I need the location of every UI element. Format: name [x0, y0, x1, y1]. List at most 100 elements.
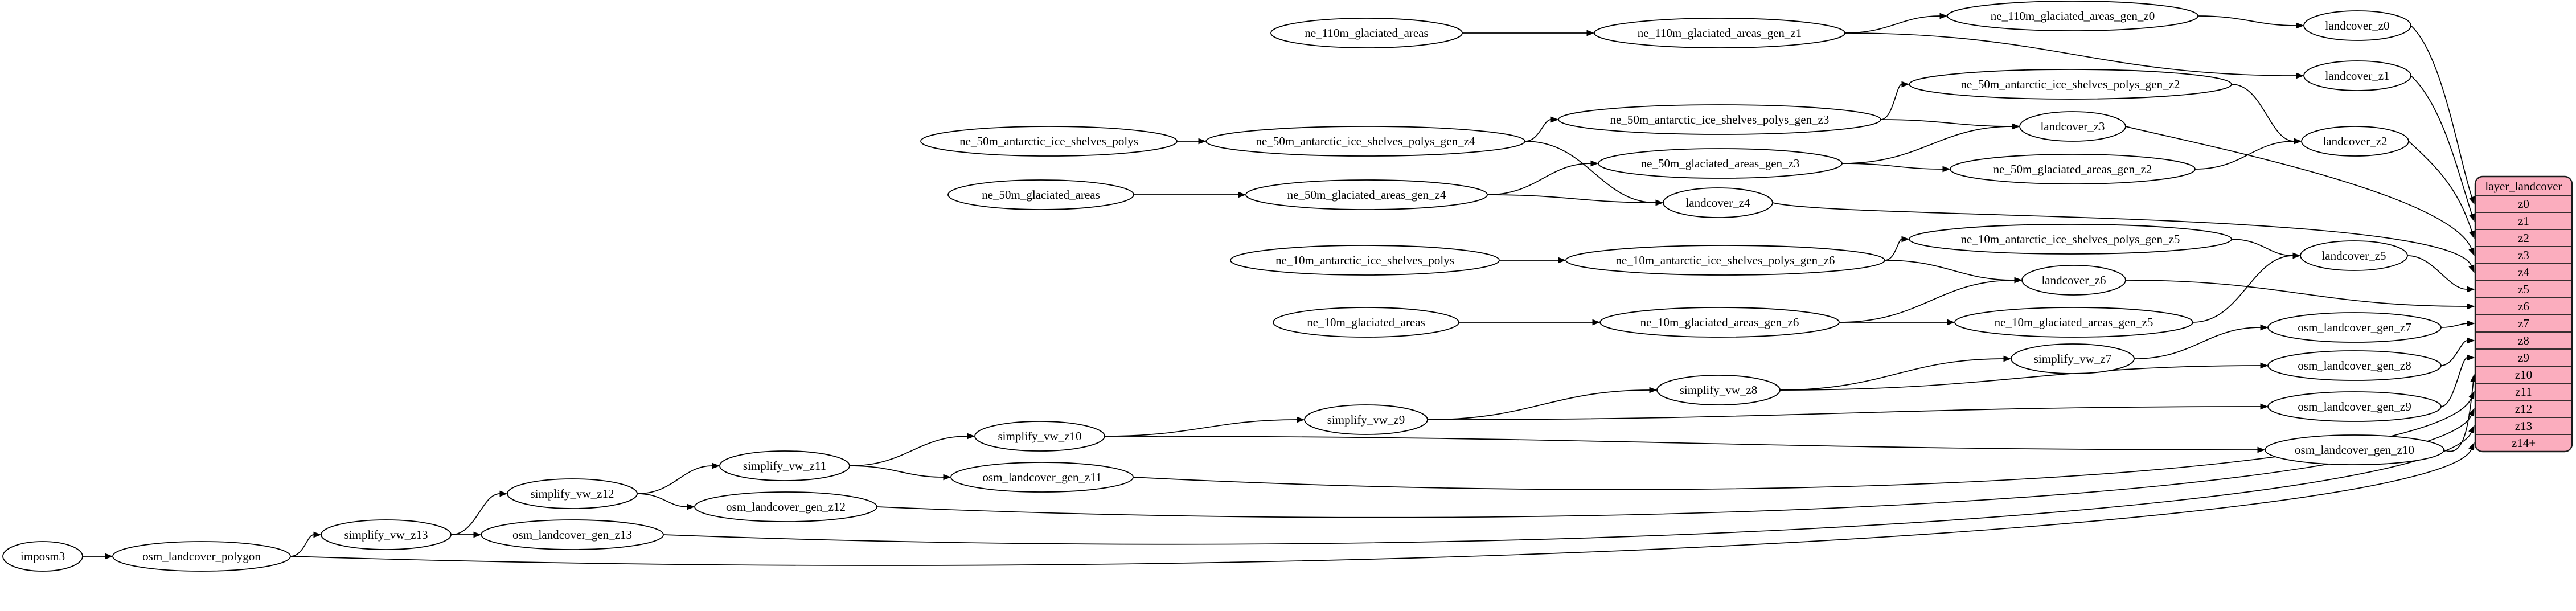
edge-ne_50m_glaciated_areas_gen_z3-to-landcover_z3	[1841, 126, 2013, 164]
node-ellipse-simplify_vw_z12	[507, 478, 638, 509]
node-label-simplify_vw_z9: simplify_vw_z9	[1327, 413, 1405, 427]
node-ne_50m_glaciated_areas_gen_z2: ne_50m_glaciated_areas_gen_z2	[1950, 154, 2196, 184]
node-simplify_vw_z13: simplify_vw_z13	[321, 519, 452, 550]
table-row-row_z3: z3	[2518, 248, 2529, 262]
node-ellipse-ne_50m_antarctic_ice_shelves_polys_gen_z2	[1909, 69, 2232, 100]
node-ellipse-ne_50m_antarctic_ice_shelves_polys	[920, 126, 1178, 157]
node-label-simplify_vw_z12: simplify_vw_z12	[531, 487, 614, 501]
node-label-simplify_vw_z8: simplify_vw_z8	[1680, 383, 1758, 397]
arrowhead-simplify_vw_z9-to-osm_landcover_gen_z9	[2260, 403, 2269, 410]
edge-osm_landcover_gen_z12-to-row_z12	[876, 415, 2472, 518]
edge-ne_110m_glaciated_areas_gen_z0-to-landcover_z0	[2197, 15, 2297, 26]
node-landcover_z2: landcover_z2	[2301, 126, 2409, 157]
edge-ne_50m_antarctic_ice_shelves_polys_gen_z4-to-landcover_z4	[1524, 141, 1656, 203]
node-ellipse-landcover_z4	[1663, 187, 1773, 218]
node-landcover_z4: landcover_z4	[1663, 187, 1773, 218]
node-ellipse-osm_landcover_gen_z13	[481, 519, 664, 550]
node-landcover_z1: landcover_z1	[2303, 60, 2411, 91]
arrowhead-ne_50m_glaciated_areas-to-ne_50m_glaciated_areas_gen_z4	[1238, 191, 1246, 198]
node-osm_landcover_gen_z11: osm_landcover_gen_z11	[950, 462, 1134, 493]
node-label-ne_50m_antarctic_ice_shelves_polys_gen_z3: ne_50m_antarctic_ice_shelves_polys_gen_z…	[1610, 113, 1830, 126]
node-label-landcover_z2: landcover_z2	[2323, 134, 2387, 148]
node-ellipse-landcover_z3	[2019, 111, 2126, 142]
node-ellipse-ne_50m_glaciated_areas	[947, 179, 1134, 210]
arrowhead-osm_landcover_gen_z13-to-row_z13	[2468, 425, 2475, 434]
edge-ne_50m_glaciated_areas_gen_z3-to-ne_50m_glaciated_areas_gen_z2	[1841, 163, 1943, 170]
node-osm_landcover_gen_z12: osm_landcover_gen_z12	[694, 491, 877, 522]
arrowhead-osm_landcover_polygon-to-simplify_vw_z13	[313, 531, 322, 538]
node-label-ne_110m_glaciated_areas: ne_110m_glaciated_areas	[1305, 26, 1428, 40]
node-ellipse-landcover_z5	[2300, 240, 2408, 271]
node-osm_landcover_gen_z7: osm_landcover_gen_z7	[2267, 312, 2442, 343]
node-label-ne_10m_antarctic_ice_shelves_polys: ne_10m_antarctic_ice_shelves_polys	[1275, 253, 1454, 267]
node-ellipse-osm_landcover_gen_z8	[2267, 350, 2442, 381]
node-label-simplify_vw_z7: simplify_vw_z7	[2034, 352, 2112, 366]
node-ne_10m_antarctic_ice_shelves_polys: ne_10m_antarctic_ice_shelves_polys	[1230, 245, 1500, 276]
node-label-ne_50m_antarctic_ice_shelves_polys_gen_z4: ne_50m_antarctic_ice_shelves_polys_gen_z…	[1256, 134, 1475, 148]
node-ellipse-simplify_vw_z8	[1656, 375, 1781, 405]
arrowhead-simplify_vw_z10-to-simplify_vw_z9	[1297, 416, 1305, 423]
node-ellipse-ne_10m_glaciated_areas_gen_z5	[1954, 307, 2193, 338]
arrowhead-ne_50m_glaciated_areas_gen_z3-to-ne_50m_glaciated_areas_gen_z2	[1942, 166, 1951, 173]
edge-ne_10m_antarctic_ice_shelves_polys_gen_z6-to-landcover_z6	[1884, 260, 2015, 281]
edge-ne_10m_glaciated_areas_gen_z5-to-landcover_z5	[2192, 255, 2294, 323]
table-row-row_z2: z2	[2518, 231, 2529, 245]
node-ellipse-ne_10m_glaciated_areas_gen_z6	[1599, 307, 1840, 338]
arrowhead-landcover_z0-to-row_z0	[2469, 196, 2475, 205]
edge-simplify_vw_z11-to-osm_landcover_gen_z11	[849, 465, 944, 478]
node-label-osm_landcover_gen_z8: osm_landcover_gen_z8	[2298, 359, 2411, 372]
node-ellipse-simplify_vw_z13	[321, 519, 452, 550]
edge-ne_50m_antarctic_ice_shelves_polys_gen_z3-to-ne_50m_antarctic_ice_shelves_polys_gen_z2	[1880, 84, 1902, 120]
node-simplify_vw_z11: simplify_vw_z11	[719, 450, 850, 481]
layer-landcover-table-title: layer_landcover	[2485, 179, 2562, 193]
node-ne_10m_glaciated_areas_gen_z5: ne_10m_glaciated_areas_gen_z5	[1954, 307, 2193, 338]
edge-landcover_z1-to-row_z1	[2410, 75, 2473, 215]
edge-simplify_vw_z7-to-osm_landcover_gen_z7	[2134, 327, 2261, 359]
node-label-landcover_z5: landcover_z5	[2321, 249, 2386, 263]
arrowhead-landcover_z4-to-row_z4	[2468, 264, 2475, 273]
edge-landcover_z4-to-row_z4	[1772, 202, 2472, 266]
arrowhead-simplify_vw_z12-to-simplify_vw_z11	[712, 462, 720, 469]
edge-ne_50m_glaciated_areas_gen_z2-to-landcover_z2	[2194, 141, 2295, 170]
node-label-landcover_z4: landcover_z4	[1685, 196, 1750, 210]
node-label-osm_landcover_gen_z7: osm_landcover_gen_z7	[2298, 321, 2411, 334]
node-ellipse-ne_50m_glaciated_areas_gen_z2	[1950, 154, 2196, 184]
table-row-row_z9: z9	[2518, 351, 2529, 364]
node-ne_50m_glaciated_areas_gen_z3: ne_50m_glaciated_areas_gen_z3	[1598, 148, 1843, 179]
arrowhead-osm_landcover_gen_z11-to-row_z11	[2468, 391, 2475, 400]
node-label-ne_110m_glaciated_areas_gen_z0: ne_110m_glaciated_areas_gen_z0	[1991, 9, 2155, 23]
edge-osm_landcover_gen_z8-to-row_z8	[2440, 340, 2468, 366]
node-ellipse-landcover_z2	[2301, 126, 2409, 157]
node-ellipse-simplify_vw_z10	[974, 421, 1105, 452]
node-label-ne_50m_glaciated_areas_gen_z3: ne_50m_glaciated_areas_gen_z3	[1641, 157, 1800, 170]
arrowhead-simplify_vw_z7-to-osm_landcover_gen_z7	[2260, 324, 2269, 331]
table-row-row_z12: z12	[2515, 402, 2532, 416]
edge-landcover_z2-to-row_z2	[2408, 141, 2473, 232]
node-label-landcover_z6: landcover_z6	[2041, 273, 2106, 287]
arrowhead-ne_10m_glaciated_areas-to-ne_10m_glaciated_areas_gen_z6	[1592, 319, 1601, 326]
table-row-row_z0: z0	[2518, 197, 2529, 211]
node-ellipse-osm_landcover_gen_z11	[950, 462, 1134, 493]
arrowhead-landcover_z3-to-row_z3	[2468, 247, 2475, 256]
node-osm_landcover_polygon: osm_landcover_polygon	[112, 541, 291, 572]
edge-simplify_vw_z9-to-osm_landcover_gen_z9	[1427, 406, 2261, 420]
arrowhead-simplify_vw_z13-to-osm_landcover_gen_z13	[473, 531, 482, 538]
node-landcover_z0: landcover_z0	[2303, 10, 2411, 41]
node-ellipse-landcover_z6	[2021, 265, 2126, 296]
node-label-osm_landcover_gen_z9: osm_landcover_gen_z9	[2298, 400, 2411, 413]
node-simplify_vw_z10: simplify_vw_z10	[974, 421, 1105, 452]
node-ne_50m_antarctic_ice_shelves_polys_gen_z3: ne_50m_antarctic_ice_shelves_polys_gen_z…	[1558, 104, 1881, 135]
edge-osm_landcover_gen_z13-to-row_z13	[663, 432, 2472, 545]
edge-ne_10m_antarctic_ice_shelves_polys_gen_z6-to-ne_10m_antarctic_ice_shelves_polys_gen_z5	[1884, 239, 1902, 261]
arrowhead-simplify_vw_z8-to-osm_landcover_gen_z8	[2260, 362, 2269, 369]
node-label-ne_10m_glaciated_areas_gen_z5: ne_10m_glaciated_areas_gen_z5	[1995, 315, 2153, 329]
node-ne_10m_antarctic_ice_shelves_polys_gen_z5: ne_10m_antarctic_ice_shelves_polys_gen_z…	[1909, 224, 2232, 255]
edge-ne_110m_glaciated_areas_gen_z1-to-ne_110m_glaciated_areas_gen_z0	[1844, 15, 1941, 34]
node-label-osm_landcover_gen_z12: osm_landcover_gen_z12	[726, 500, 846, 514]
edge-landcover_z0-to-row_z0	[2410, 25, 2473, 198]
arrowhead-ne_10m_glaciated_areas_gen_z6-to-landcover_z6	[2014, 277, 2023, 284]
edge-simplify_vw_z8-to-simplify_vw_z7	[1779, 358, 2004, 391]
table-row-row_z5: z5	[2518, 282, 2529, 296]
arrowhead-landcover_z1-to-row_z1	[2469, 213, 2475, 222]
